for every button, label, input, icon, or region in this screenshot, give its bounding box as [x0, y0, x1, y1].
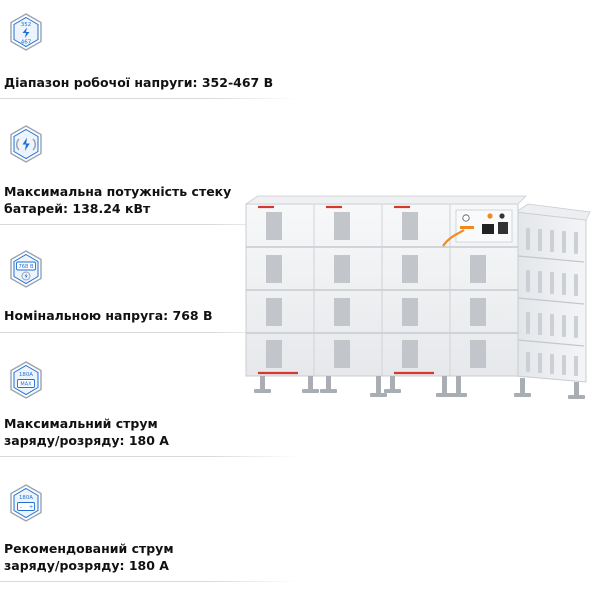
spec-stack-power: Максимальна потужність стеку батарей: 13… [4, 183, 231, 217]
spec-line: Діапазон робочої напруги: 352-467 В [4, 75, 274, 90]
icon-label-top: 180A [19, 372, 33, 378]
spec-nominal-voltage: Номінальною напруга: 768 В [4, 307, 213, 324]
spec-line: Максимальний струм [4, 416, 158, 431]
icon-label-minus: - [20, 505, 22, 511]
spec-line: заряду/розряду: 180 А [4, 433, 169, 448]
spec-max-current: Максимальний струм заряду/розряду: 180 А [4, 415, 169, 449]
spec-line: Максимальна потужність стеку [4, 184, 232, 199]
icon-label-top: 352 [21, 22, 32, 28]
control-panel [442, 209, 513, 247]
spec-voltage-range: Діапазон робочої напруги: 352-467 В [4, 74, 273, 91]
nominal-voltage-icon: 768 В [10, 250, 42, 288]
divider [0, 456, 298, 457]
spec-line: батарей: 138.24 кВт [4, 201, 151, 216]
divider [0, 224, 298, 225]
divider [0, 332, 298, 333]
spec-recommended-current: Рекомендований струм заряду/розряду: 180… [4, 540, 174, 574]
spec-line: Номінальною напруга: 768 В [4, 308, 213, 323]
icon-label-bottom: 467 [21, 40, 32, 46]
icon-label-bottom: MAX [20, 382, 32, 388]
voltage-range-icon: 352 467 [10, 13, 42, 51]
battery-cabinet-image [244, 195, 591, 399]
divider [0, 98, 298, 99]
icon-label: 768 В [18, 264, 34, 270]
side-rack [514, 203, 591, 383]
divider [0, 581, 298, 582]
recommended-current-icon: 180A - + [10, 484, 42, 522]
max-current-icon: 180A MAX [10, 361, 42, 399]
icon-label-top: 180A [19, 495, 33, 501]
spec-line: Рекомендований струм [4, 541, 174, 556]
cabinet-feet [254, 376, 585, 399]
spec-line: заряду/розряду: 180 А [4, 558, 169, 573]
icon-label-plus: + [29, 505, 34, 511]
battery-power-icon [10, 125, 42, 163]
cabinet-stack [244, 195, 527, 377]
